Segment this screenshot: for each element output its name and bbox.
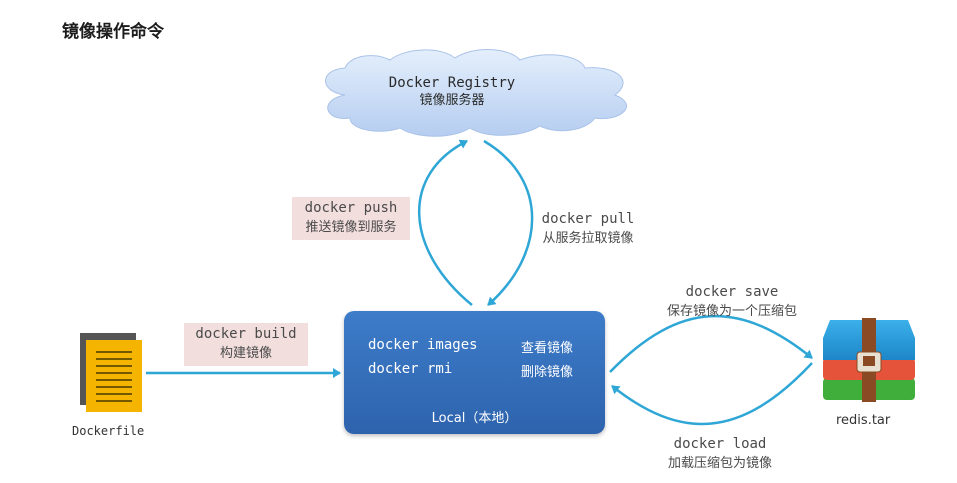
pull-label: docker pull 从服务拉取镜像 xyxy=(536,210,640,248)
registry-label: Docker Registry 镜像服务器 xyxy=(372,74,532,110)
load-arrow xyxy=(611,362,813,426)
push-arrow xyxy=(418,139,473,306)
build-command: docker build xyxy=(195,326,297,342)
save-command: docker save xyxy=(685,284,779,300)
local-cmd-rmi: docker rmi xyxy=(368,361,453,377)
save-arrow xyxy=(609,315,813,373)
load-desc: 加载压缩包为镜像 xyxy=(667,456,772,471)
load-command: docker load xyxy=(673,436,767,452)
registry-name: Docker Registry xyxy=(388,75,516,91)
registry-cloud xyxy=(325,49,627,137)
push-command: docker push xyxy=(304,200,398,216)
save-label: docker save 保存镜像为一个压缩包 xyxy=(652,283,812,321)
pull-arrow xyxy=(483,139,534,306)
push-label: docker push 推送镜像到服务 xyxy=(292,197,410,240)
archive-icon xyxy=(823,318,915,402)
registry-desc: 镜像服务器 xyxy=(419,93,485,108)
save-desc: 保存镜像为一个压缩包 xyxy=(666,304,797,319)
pull-command: docker pull xyxy=(541,211,635,227)
document-icon xyxy=(80,333,142,412)
local-desc-rmi: 删除镜像 xyxy=(521,365,574,380)
local-desc-images: 查看镜像 xyxy=(521,341,574,356)
build-desc: 构建镜像 xyxy=(219,346,272,361)
pull-desc: 从服务拉取镜像 xyxy=(542,231,634,246)
page-title: 镜像操作命令 xyxy=(62,22,164,42)
local-box: docker images 查看镜像 docker rmi 删除镜像 Local… xyxy=(344,311,605,434)
push-desc: 推送镜像到服务 xyxy=(305,220,397,235)
local-footer: Local（本地） xyxy=(431,411,518,426)
build-label: docker build 构建镜像 xyxy=(184,323,308,366)
archive-label: redis.tar xyxy=(836,413,891,428)
local-cmd-images: docker images xyxy=(368,337,478,353)
load-label: docker load 加载压缩包为镜像 xyxy=(652,435,788,473)
dockerfile-label: Dockerfile xyxy=(72,424,145,438)
